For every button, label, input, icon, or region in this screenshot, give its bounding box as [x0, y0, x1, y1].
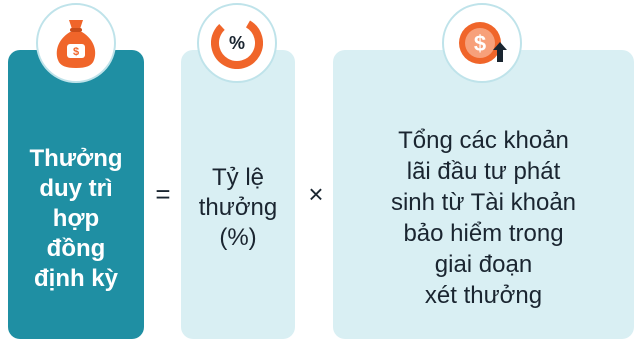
- money-bag-symbol: $: [73, 46, 79, 58]
- dollar-up-arrow-icon: $: [442, 3, 522, 83]
- bonus-title-line: duy trì: [39, 175, 113, 202]
- investment-label-line: lãi đầu tư phát: [406, 158, 561, 185]
- rate-label-line: (%): [219, 224, 257, 251]
- bonus-title-line: hợp: [52, 205, 100, 232]
- bonus-title: Thưởng duy trì hợp đồng định kỳ: [8, 114, 144, 324]
- money-bag-icon: $: [36, 3, 116, 83]
- up-arrow-icon: [493, 42, 507, 62]
- investment-label-line: bảo hiểm trong: [403, 220, 564, 247]
- investment-label-line: giai đoạn: [434, 251, 533, 278]
- rate-label-line: thưởng: [198, 194, 278, 221]
- bonus-card: [8, 50, 144, 339]
- bonus-title-line: Thưởng: [29, 145, 123, 172]
- rate-label-line: Tỷ lệ: [211, 164, 264, 191]
- rate-label: Tỷ lệ thưởng (%): [181, 148, 295, 268]
- investment-label-line: Tổng các khoản: [398, 127, 569, 154]
- bonus-title-line: định kỳ: [33, 265, 118, 292]
- equals-operator: =: [155, 179, 171, 209]
- dollar-symbol: $: [474, 31, 486, 56]
- investment-card: [333, 50, 634, 339]
- percent-symbol: %: [229, 33, 245, 53]
- bonus-title-line: đồng: [46, 235, 106, 262]
- multiply-operator: ×: [308, 179, 324, 209]
- percent-badge-icon: %: [197, 3, 277, 83]
- investment-label-line: xét thưởng: [424, 282, 543, 309]
- investment-label: Tổng các khoản lãi đầu tư phát sinh từ T…: [333, 108, 634, 328]
- rate-card: [181, 50, 295, 339]
- investment-label-line: sinh từ Tài khoản: [390, 189, 577, 216]
